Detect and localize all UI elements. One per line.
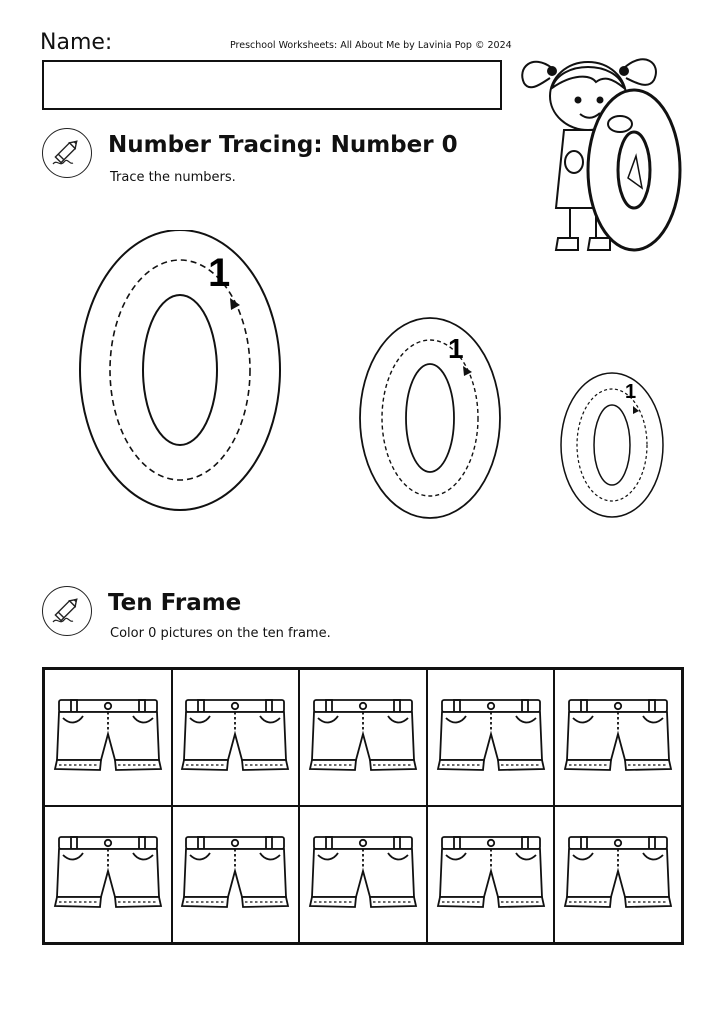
start-marker-large: 1 (208, 251, 230, 295)
ten-frame-cell[interactable] (44, 669, 172, 806)
section-title-ten-frame: Ten Frame (108, 590, 242, 616)
ten-frame-cell[interactable] (554, 669, 682, 806)
ten-frame-cell[interactable] (426, 669, 555, 806)
zero-tracing-area: 1 1 1 (79, 230, 664, 519)
shorts-picture (436, 696, 546, 780)
worksheet-credit: Preschool Worksheets: All About Me by La… (230, 40, 512, 51)
tracing-instruction: Trace the numbers. (110, 170, 236, 185)
shorts-picture (180, 833, 290, 917)
pencil-icon (42, 128, 92, 178)
ten-frame-cell[interactable] (299, 669, 427, 806)
shorts-picture (563, 833, 673, 917)
ten-frame-cell[interactable] (171, 806, 300, 943)
section-title-tracing: Number Tracing: Number 0 (108, 132, 458, 158)
ten-frame-cell[interactable] (426, 806, 555, 943)
start-marker-medium: 1 (448, 333, 464, 364)
ten-frame-cell[interactable] (299, 806, 427, 943)
ten-frame-grid (42, 667, 684, 945)
ten-frame-instruction: Color 0 pictures on the ten frame. (110, 626, 331, 641)
tracing-zero-small[interactable] (560, 372, 664, 518)
shorts-picture (436, 833, 546, 917)
shorts-picture (308, 696, 418, 780)
shorts-picture (180, 696, 290, 780)
pencil-icon (42, 586, 92, 636)
girl-holding-zero-illustration (512, 38, 682, 264)
shorts-picture (563, 696, 673, 780)
shorts-picture (53, 696, 163, 780)
ten-frame-cell[interactable] (171, 669, 300, 806)
start-marker-small: 1 (625, 381, 636, 403)
ten-frame-cell[interactable] (554, 806, 682, 943)
shorts-picture (308, 833, 418, 917)
shorts-picture (53, 833, 163, 917)
name-label: Name: (40, 30, 113, 55)
ten-frame-cell[interactable] (44, 806, 172, 943)
tracing-zero-large[interactable] (79, 230, 281, 511)
tracing-zero-medium[interactable] (359, 317, 501, 519)
name-field[interactable] (42, 60, 502, 110)
